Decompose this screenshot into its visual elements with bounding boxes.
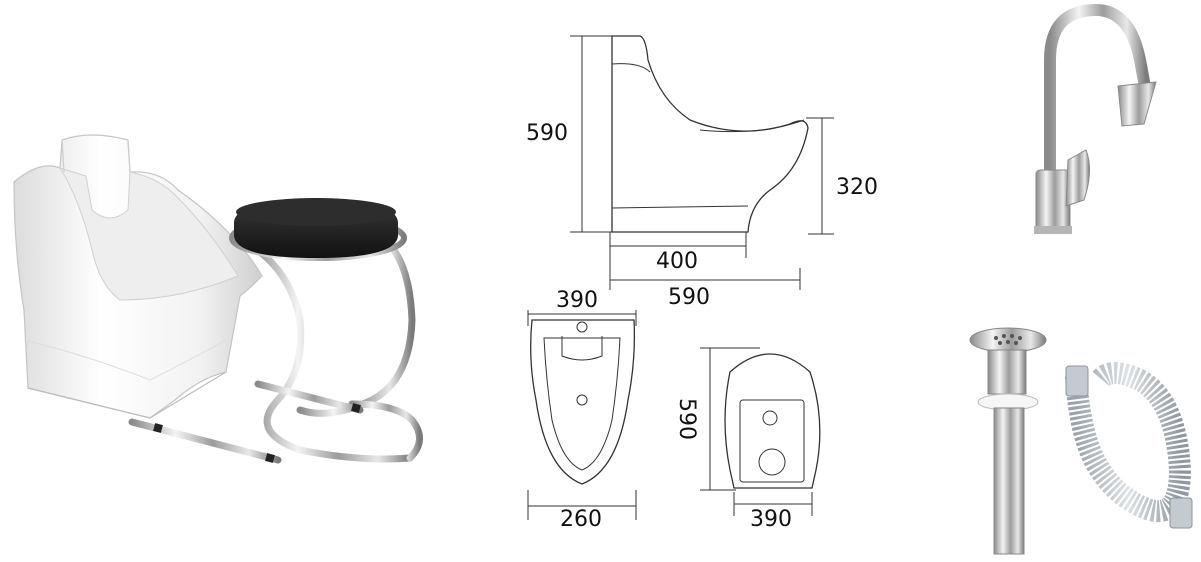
bottom-width-label: 260 <box>560 507 602 532</box>
back-view-drawing: 590 390 <box>674 347 821 532</box>
drain-and-hose-photo <box>969 327 1193 555</box>
side-height-label: 590 <box>526 121 568 146</box>
technical-drawing: 590 320 400 590 390 <box>526 35 878 532</box>
top-view-drawing: 390 260 <box>527 288 637 532</box>
top-width-label: 390 <box>556 288 598 313</box>
back-width-label: 390 <box>750 507 792 532</box>
base-width-label: 400 <box>656 249 698 274</box>
basin-with-stool-photo <box>13 134 423 464</box>
total-width-label: 590 <box>668 285 710 310</box>
bowl-height-label: 320 <box>836 175 878 200</box>
side-view-drawing: 590 320 400 590 <box>526 35 878 310</box>
faucet-photo <box>1034 3 1157 234</box>
back-height-label: 590 <box>674 398 699 440</box>
